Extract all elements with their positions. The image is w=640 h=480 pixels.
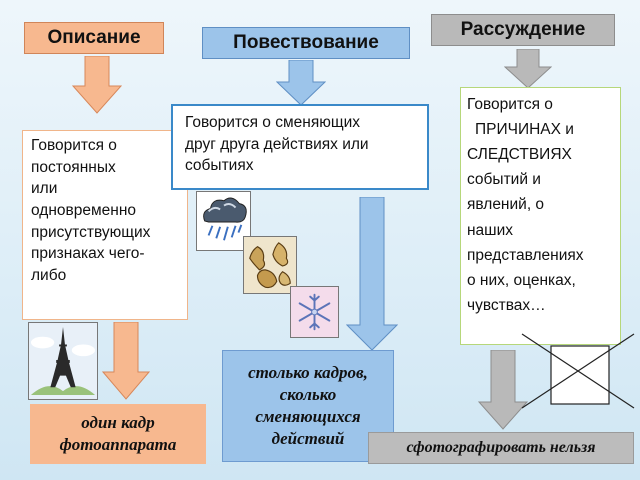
- box-line: либо: [31, 267, 67, 285]
- narration-box: Говорится о сменяющих друг друга действи…: [171, 104, 429, 190]
- storm-cloud-icon: [196, 191, 251, 251]
- arrow-down-gray-icon: [504, 49, 552, 89]
- box-line: постоянных: [31, 158, 116, 176]
- result-line: столько кадров,: [248, 362, 368, 382]
- arrow-down-gray-lower-icon: [478, 350, 528, 430]
- result-line: сменяющихся: [255, 407, 361, 426]
- snowflake-icon: [290, 286, 339, 338]
- reasoning-box: Говорится о ПРИЧИНАХ и СЛЕДСТВИЯХ событи…: [460, 87, 621, 345]
- header-reasoning: Рассуждение: [431, 14, 615, 46]
- box-line: друг друга действиях или: [185, 135, 369, 153]
- box-line: представлениях: [467, 246, 584, 264]
- box-line: одновременно: [31, 202, 136, 220]
- box-line: явлений, о: [467, 196, 545, 214]
- box-line: или: [31, 180, 58, 198]
- box-line: СЛЕДСТВИЯХ: [467, 146, 572, 164]
- arrow-down-orange-lower-icon: [102, 322, 150, 400]
- box-line: событий и: [467, 171, 541, 189]
- box-line: событиях: [185, 157, 254, 175]
- box-line: ПРИЧИНАХ и: [475, 121, 574, 139]
- box-line: присутствующих: [31, 223, 151, 241]
- header-narration: Повествование: [202, 27, 410, 59]
- box-line: признаках чего-: [31, 245, 145, 263]
- autumn-leaves-icon: [243, 236, 297, 294]
- description-box: Говорится о постоянных или одновременно …: [22, 130, 188, 320]
- box-line: Говорится о: [31, 137, 117, 154]
- box-line: Говорится о: [467, 96, 553, 113]
- result-line: сколько: [279, 384, 337, 404]
- box-line: чувствах…: [467, 296, 546, 314]
- arrow-down-orange-icon: [72, 56, 122, 114]
- result-reasoning: сфотографировать нельзя: [368, 432, 634, 464]
- arrow-down-blue-long-icon: [346, 197, 398, 351]
- crossed-out-frame-icon: [521, 333, 635, 409]
- result-line: действий: [271, 429, 345, 449]
- box-line: о них, оценках,: [467, 271, 576, 289]
- box-line: Говорится о сменяющих: [185, 114, 361, 131]
- result-narration: столько кадров, сколько сменяющихся дейс…: [222, 350, 394, 462]
- eiffel-tower-icon: [28, 322, 98, 400]
- result-line: фотоаппарата: [59, 435, 177, 454]
- arrow-down-blue-icon: [276, 60, 326, 106]
- box-line: наших: [467, 221, 514, 239]
- header-description: Описание: [24, 22, 164, 54]
- result-line: один кадр: [81, 412, 155, 432]
- result-description: один кадр фотоаппарата: [30, 404, 206, 464]
